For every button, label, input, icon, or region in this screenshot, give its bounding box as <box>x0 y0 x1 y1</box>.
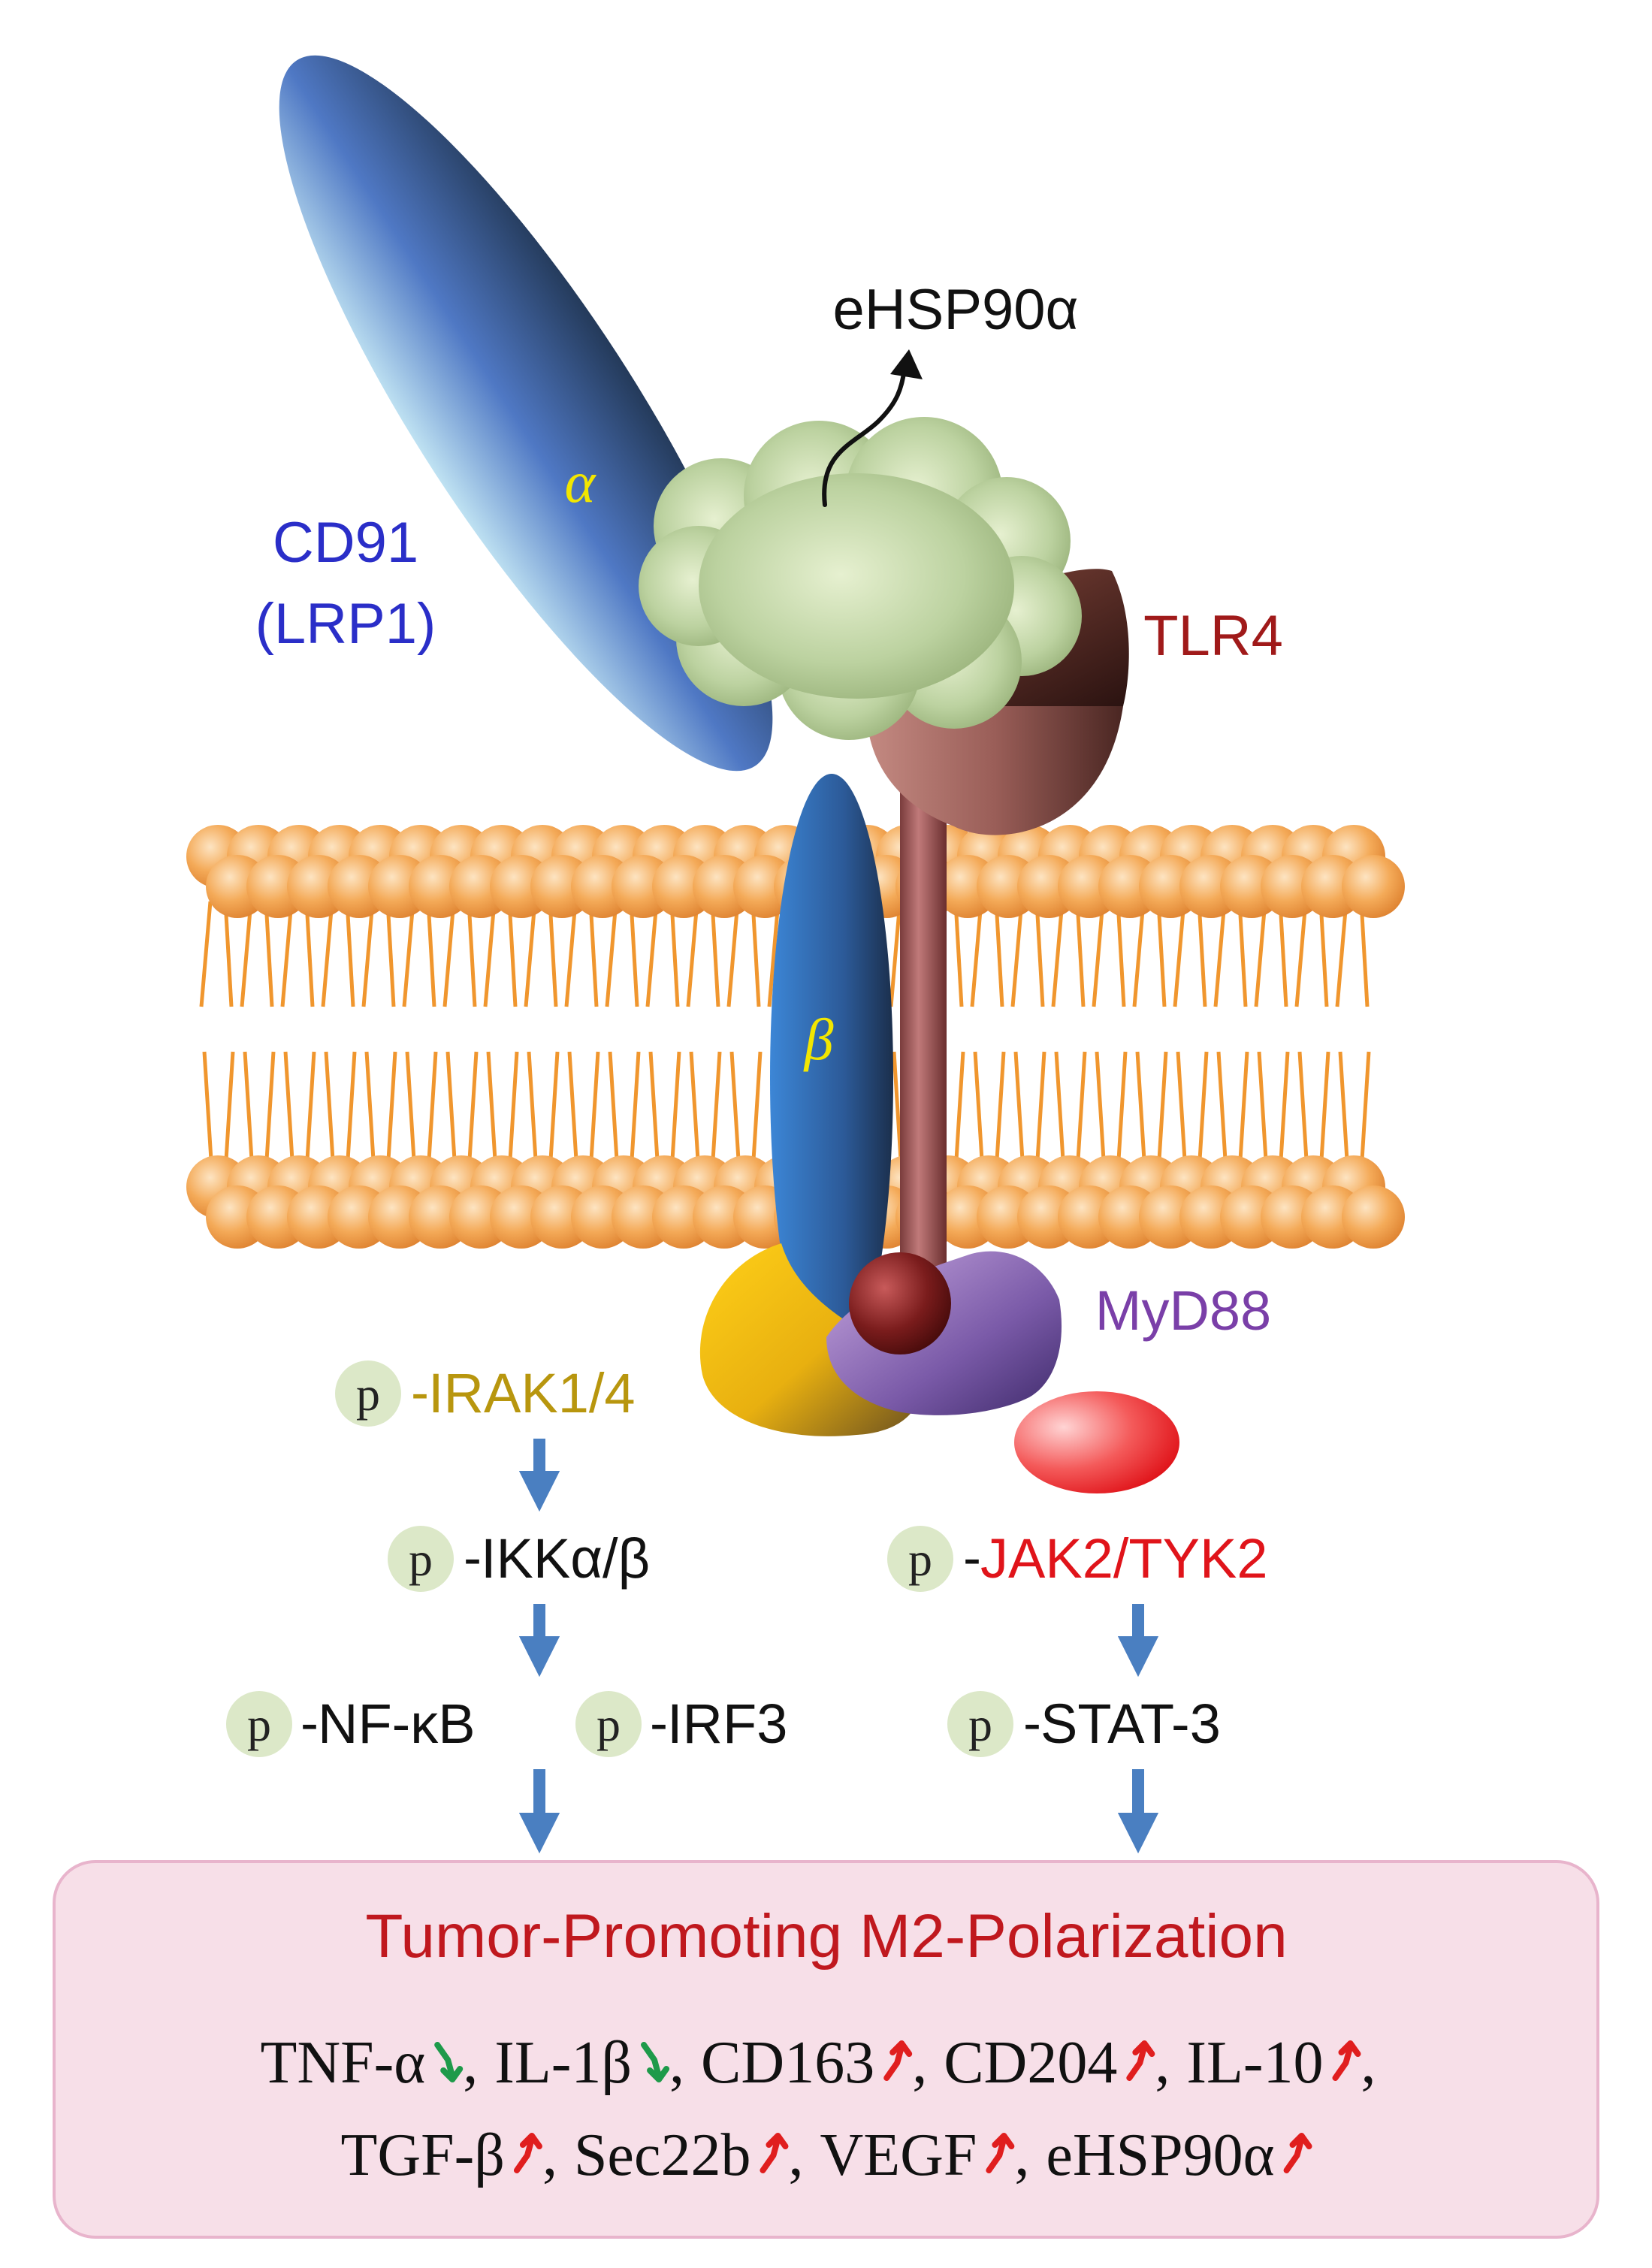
svg-text:p: p <box>908 1533 932 1586</box>
svg-text:-: - <box>464 1528 482 1588</box>
svg-text:p: p <box>968 1698 992 1751</box>
trend-up-icon <box>1332 2040 1361 2081</box>
lipid-bilayer-membrane <box>186 825 1405 1249</box>
tlr4-label: TLR4 <box>1143 604 1283 668</box>
marker-separator: , <box>669 2030 684 2096</box>
svg-text:p: p <box>356 1367 380 1421</box>
ehsp90a-top-label: eHSP90α <box>832 278 1078 342</box>
beta-label: β <box>803 1007 834 1072</box>
cd91-beta-chain <box>770 774 893 1382</box>
tlr4-cup <box>866 706 1123 835</box>
trend-up-icon <box>760 2133 789 2173</box>
marker-label: eHSP90α <box>1046 2122 1274 2188</box>
stat3-node: p - STAT-3 <box>947 1691 1221 1757</box>
irf3-node: p - IRF3 <box>575 1691 787 1757</box>
marker-separator: , <box>788 2122 803 2188</box>
svg-text:-: - <box>963 1528 981 1588</box>
svg-text:-: - <box>411 1363 429 1423</box>
marker-label: IL-10 <box>1186 2030 1323 2096</box>
trend-up-icon <box>1283 2133 1312 2173</box>
outcome-title: Tumor-Promoting M2-Polarization <box>365 1902 1287 1971</box>
trend-up-icon <box>1126 2040 1155 2081</box>
outcome-box <box>53 1860 1599 2239</box>
irf3-label: IRF3 <box>667 1693 787 1755</box>
marker-separator: , <box>542 2122 557 2188</box>
stat3-label: STAT-3 <box>1040 1693 1221 1755</box>
phospho-badge <box>887 1526 953 1592</box>
nfkb-label: NF-κB <box>318 1693 476 1755</box>
marker-separator: , <box>912 2030 927 2096</box>
trend-up-icon <box>513 2133 542 2173</box>
tlr4-stem <box>900 766 947 1292</box>
marker-label: CD204 <box>944 2030 1117 2096</box>
ikk-label: IKKα/β <box>481 1527 650 1590</box>
cd91-label: CD91 <box>273 511 418 575</box>
jak2-tyk2-protein <box>1014 1391 1179 1493</box>
release-arrow-head <box>890 349 923 379</box>
marker-label: TNF-α <box>261 2030 426 2096</box>
trend-up-icon <box>986 2133 1015 2173</box>
svg-text:p: p <box>247 1698 271 1751</box>
nfkb-node: p - NF-κB <box>226 1691 476 1757</box>
marker-separator: , <box>1361 2030 1376 2096</box>
phospho-badge <box>575 1691 642 1757</box>
phospho-badge <box>226 1691 292 1757</box>
marker-label: CD163 <box>701 2030 874 2096</box>
jak-node: p - JAK2/TYK2 <box>887 1526 1268 1592</box>
phospho-badge <box>947 1691 1013 1757</box>
marker-label: IL-1β <box>494 2030 632 2096</box>
release-arrow <box>822 364 908 507</box>
trend-down-icon <box>434 2042 464 2082</box>
marker-separator: , <box>463 2030 478 2096</box>
marker-separator: , <box>1014 2122 1029 2188</box>
alpha-label: α <box>565 449 597 515</box>
phospho-badge <box>388 1526 454 1592</box>
marker-separator: , <box>1155 2030 1170 2096</box>
svg-text:-: - <box>1023 1693 1041 1753</box>
svg-text:p: p <box>596 1698 621 1751</box>
svg-text:-: - <box>301 1693 319 1753</box>
trend-up-icon <box>883 2040 913 2081</box>
jak-label: JAK2/TYK2 <box>980 1527 1268 1590</box>
marker-label: Sec22b <box>574 2122 751 2188</box>
marker-label: TGF-β <box>340 2122 504 2188</box>
lrp1-label: (LRP1) <box>255 592 436 656</box>
myd88-label: MyD88 <box>1095 1279 1271 1342</box>
markers-row-1: TNF-α,IL-1β,CD163,CD204,IL-10, <box>261 2030 1376 2096</box>
ikk-node: p - IKKα/β <box>388 1526 650 1592</box>
marker-label: VEGF <box>820 2122 977 2188</box>
irak-label: IRAK1/4 <box>428 1362 636 1424</box>
irak-node: p - IRAK1/4 <box>335 1360 636 1427</box>
phospho-badge <box>335 1360 401 1427</box>
svg-text:-: - <box>650 1693 668 1753</box>
trend-down-icon <box>641 2042 670 2082</box>
svg-text:p: p <box>409 1533 433 1586</box>
ehsp90a-cloud <box>639 417 1082 740</box>
signal-arrows <box>518 1439 1159 1854</box>
markers-row-2: TGF-β, Sec22b, VEGF, eHSP90α <box>340 2122 1312 2188</box>
tlr4-tir-domain <box>849 1252 951 1354</box>
